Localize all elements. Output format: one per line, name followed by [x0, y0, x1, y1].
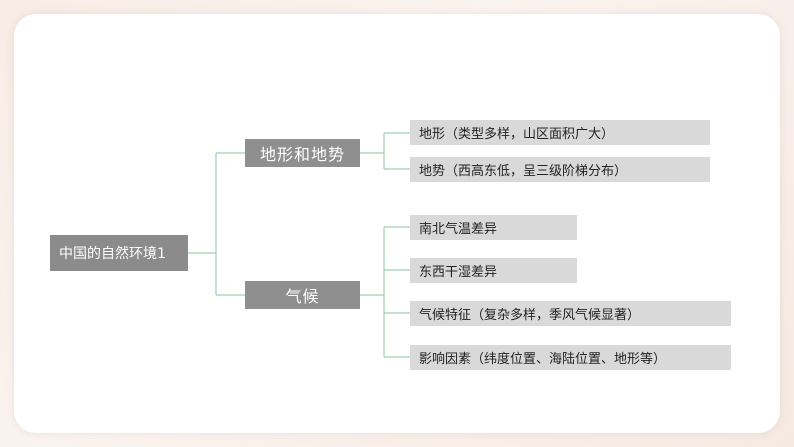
- root-node: 中国的自然环境1: [50, 235, 188, 271]
- branch-node-terrain: 地形和地势: [245, 139, 360, 167]
- root-node-label: 中国的自然环境1: [59, 246, 166, 262]
- branch-node-climate: 气候: [245, 281, 360, 309]
- leaf-node-climate-features: 气候特征（复杂多样，季风气候显著）: [410, 301, 731, 326]
- leaf-node-humidity-difference-label: 东西干湿差异: [419, 265, 498, 280]
- leaf-node-humidity-difference: 东西干湿差异: [410, 258, 577, 283]
- leaf-node-influencing-factors-label: 影响因素（纬度位置、海陆位置、地形等）: [419, 352, 667, 367]
- leaf-node-landform-label: 地形（类型多样，山区面积广大）: [419, 127, 615, 142]
- leaf-node-influencing-factors: 影响因素（纬度位置、海陆位置、地形等）: [410, 345, 731, 370]
- leaf-node-topography-label: 地势（西高东低，呈三级阶梯分布）: [419, 164, 628, 179]
- leaf-node-temperature-difference: 南北气温差异: [410, 215, 577, 240]
- branch-node-climate-label: 气候: [285, 287, 320, 306]
- leaf-node-landform: 地形（类型多样，山区面积广大）: [410, 120, 710, 145]
- leaf-node-temperature-difference-label: 南北气温差异: [419, 222, 498, 237]
- branch-node-terrain-label: 地形和地势: [259, 145, 345, 164]
- leaf-node-topography: 地势（西高东低，呈三级阶梯分布）: [410, 157, 710, 182]
- leaf-node-climate-features-label: 气候特征（复杂多样，季风气候显著）: [419, 308, 641, 323]
